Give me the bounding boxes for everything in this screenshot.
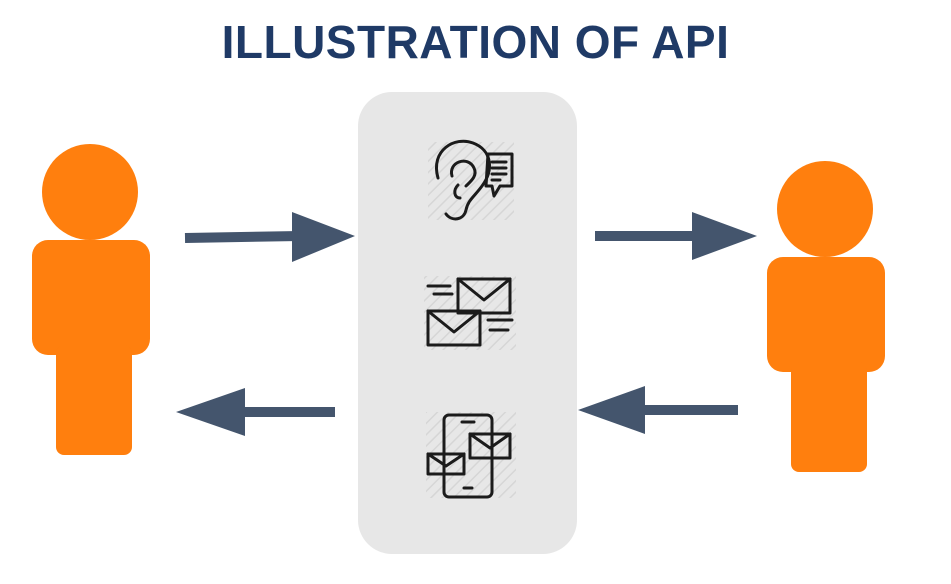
- page-title: ILLUSTRATION OF API: [221, 16, 730, 68]
- phones-messaging-icon: [426, 412, 516, 499]
- arrow-api-to-right: [595, 212, 757, 260]
- arrow-api-to-left: [176, 388, 335, 436]
- person-right-icon: [767, 161, 885, 472]
- arrow-left-to-api: [184, 212, 355, 262]
- person-left-icon: [32, 144, 150, 455]
- ear-listening-icon: [428, 139, 514, 221]
- arrow-right-to-api: [578, 386, 738, 434]
- envelopes-exchange-icon: [424, 276, 516, 350]
